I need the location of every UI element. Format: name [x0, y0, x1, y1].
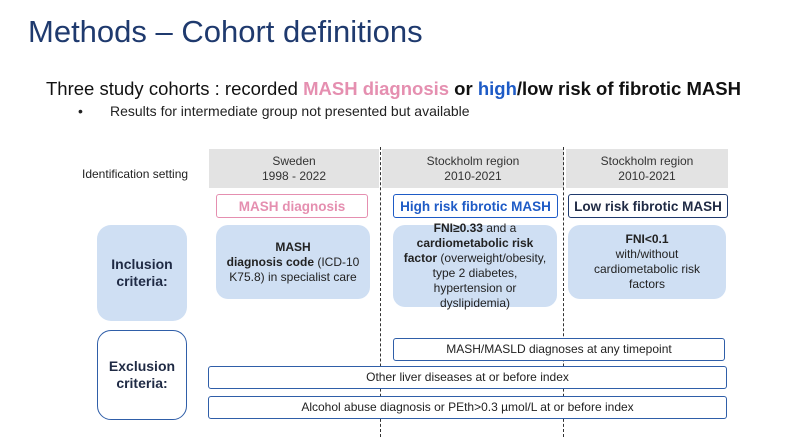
inclusion-rest: (overweight/obesity, type 2 diabetes, hy…: [432, 251, 547, 310]
subtitle: Three study cohorts : recorded MASH diag…: [46, 78, 741, 100]
inclusion-criteria-label: Inclusion criteria:: [97, 225, 187, 321]
bullet-mark: •: [78, 103, 83, 119]
inclusion-rest: with/without cardiometabolic risk factor…: [593, 247, 701, 291]
setting-line2: 1998 - 2022: [261, 168, 327, 183]
inclusion-label-line2: criteria:: [116, 273, 168, 289]
setting-line2: 2010-2021: [618, 168, 676, 183]
subtitle-prefix: Three study cohorts : recorded: [46, 78, 304, 99]
subtitle-or: or: [449, 78, 478, 99]
cohort-mash-diagnosis: MASH diagnosis: [216, 194, 368, 218]
setting-line2: 2010-2021: [444, 168, 502, 183]
setting-line1: Stockholm region: [600, 153, 694, 168]
setting-header-stockholm-high: Stockholm region 2010-2021: [382, 149, 564, 188]
exclusion-other-liver: Other liver diseases at or before index: [208, 366, 727, 389]
inclusion-bold1: FNI<0.1: [625, 232, 669, 246]
exclusion-mash-masld: MASH/MASLD diagnoses at any timepoint: [393, 338, 725, 361]
inclusion-text: FNI≥0.33 and a cardiometabolic risk fact…: [401, 221, 549, 311]
subtitle-high: high: [477, 78, 517, 99]
subtitle-mash-diagnosis: MASH diagnosis: [303, 78, 450, 99]
exclusion-alcohol: Alcohol abuse diagnosis or PEth>0.3 µmol…: [208, 396, 727, 419]
inclusion-bold1: MASH: [275, 239, 311, 254]
bullet-note: • Results for intermediate group not pres…: [78, 103, 470, 119]
bullet-text: Results for intermediate group not prese…: [110, 103, 470, 119]
inclusion-rest: (ICD-10 K75.8) in specialist care: [229, 254, 360, 284]
exclusion-criteria-label: Exclusion criteria:: [97, 330, 187, 420]
inclusion-label-line1: Inclusion: [111, 256, 173, 272]
column-divider: [563, 147, 564, 437]
inclusion-high-risk: FNI≥0.33 and a cardiometabolic risk fact…: [393, 221, 557, 310]
column-divider: [380, 147, 381, 437]
exclusion-label-line1: Exclusion: [108, 358, 176, 374]
identification-setting-label: Identification setting: [82, 167, 189, 181]
inclusion-bold1: FNI≥0.33: [433, 221, 483, 235]
inclusion-bold2: cardiometabolic risk factor: [403, 236, 534, 265]
inclusion-mid: and a: [482, 221, 517, 235]
cohort-high-risk: High risk fibrotic MASH: [393, 194, 558, 218]
cohort-low-risk: Low risk fibrotic MASH: [568, 194, 728, 218]
slide-title: Methods – Cohort definitions: [28, 14, 423, 49]
setting-line1: Stockholm region: [426, 153, 520, 168]
inclusion-bold2: diagnosis code: [226, 254, 314, 269]
setting-line1: Sweden: [272, 153, 316, 168]
exclusion-label-line2: criteria:: [116, 375, 168, 391]
setting-header-sweden: Sweden 1998 - 2022: [209, 149, 379, 188]
subtitle-rest: /low risk of fibrotic MASH: [516, 78, 741, 99]
setting-header-stockholm-low: Stockholm region 2010-2021: [566, 149, 728, 188]
